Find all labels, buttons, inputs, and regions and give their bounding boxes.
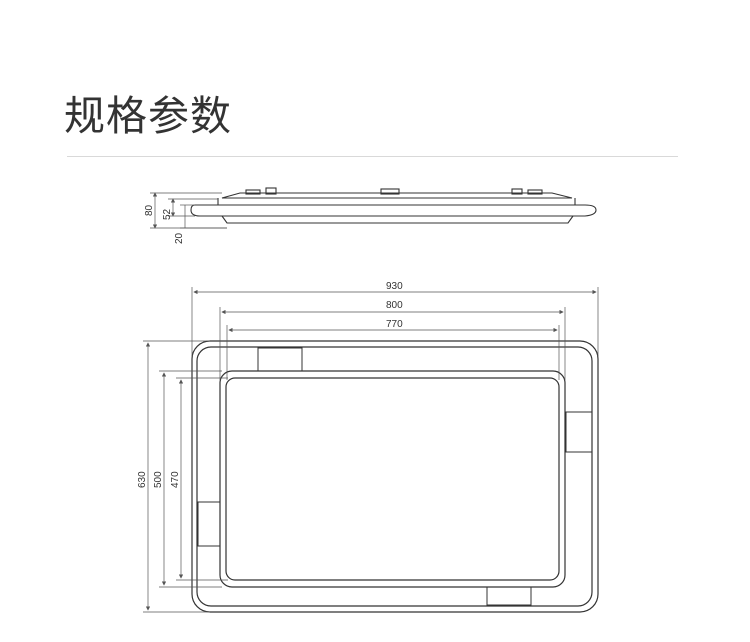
dim-body-height: 52 <box>162 208 173 220</box>
dim-outer-depth: 630 <box>137 471 148 488</box>
title-divider <box>67 156 678 157</box>
dim-inner-depth: 470 <box>170 471 181 488</box>
side-view <box>190 187 597 224</box>
dim-mid-depth: 500 <box>153 471 164 488</box>
dim-inner-width: 770 <box>386 319 403 330</box>
top-view-width-dimensions <box>191 287 599 380</box>
page-title: 规格参数 <box>64 92 232 140</box>
dim-mid-width: 800 <box>386 300 403 311</box>
top-view-depth-dimensions <box>143 340 228 613</box>
top-view <box>191 340 599 613</box>
side-view-dimension-lines <box>150 192 227 229</box>
dim-total-height: 80 <box>144 204 155 216</box>
dim-lip-height: 20 <box>174 232 185 244</box>
dim-outer-width: 930 <box>386 281 403 292</box>
